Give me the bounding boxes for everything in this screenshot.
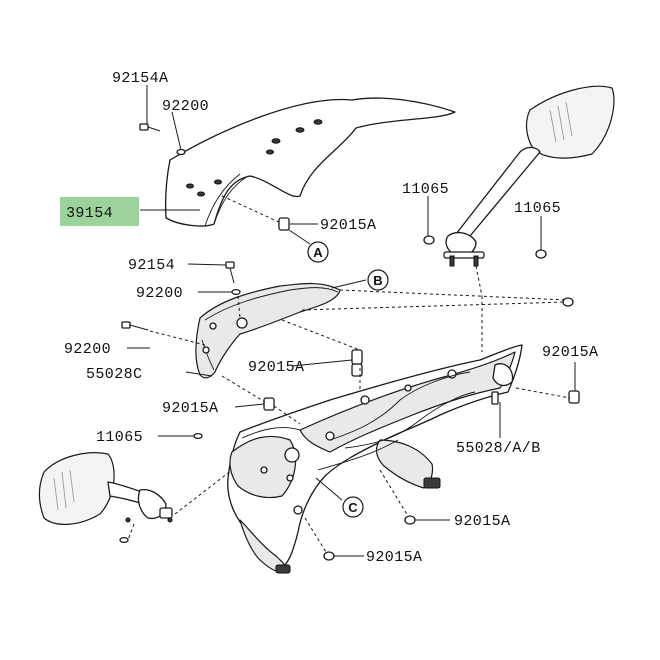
svg-text:B: B [373,273,382,288]
screw-92154[interactable] [225,261,235,284]
washer-11065-left[interactable] [193,432,203,440]
screw-hole [186,183,194,189]
screw-hole [197,191,205,197]
nut-92015A-top-right[interactable] [562,297,574,307]
grommet-92015A-right[interactable] [568,390,580,404]
label-11065-right-a[interactable]: 11065 [402,181,449,198]
screw-hole [295,127,305,133]
screw-92200-left[interactable] [121,321,149,331]
inner-fairing-bracket[interactable] [195,282,341,379]
label-55028-A-B[interactable]: 55028/A/B [456,440,541,457]
label-92015A-bottom[interactable]: 92015A [366,549,422,566]
label-11065-right-b[interactable]: 11065 [514,200,561,217]
screw-hole [266,149,274,155]
screw-hole [271,138,281,144]
highlight-39154 [60,197,139,226]
screw-hole [313,119,323,125]
grommet-11065-right-a[interactable] [423,235,435,245]
nut-92015A-bottom[interactable] [323,551,335,561]
grommet-92015A-centre[interactable] [351,349,363,365]
screw-hole [214,179,222,185]
clip-55028-right[interactable] [491,391,499,405]
label-55028C[interactable]: 55028C [86,366,142,383]
screw-92154A[interactable] [139,123,161,132]
grommet-11065-right-b[interactable] [535,249,547,259]
washer-92200-top[interactable] [176,148,186,156]
label-92154A[interactable]: 92154A [112,70,168,87]
upper-cowl-part[interactable] [227,344,523,574]
label-92015A-right[interactable]: 92015A [542,344,598,361]
label-11065-left[interactable]: 11065 [96,429,143,446]
ref-circle-a: A [307,241,329,263]
label-92015A-centre[interactable]: 92015A [248,359,304,376]
label-92154[interactable]: 92154 [128,257,175,274]
svg-text:C: C [348,500,358,515]
ref-circle-c: C [342,496,364,518]
right-mirror[interactable] [443,85,615,267]
washer-92200-mid[interactable] [231,288,241,296]
grommet-92015A-top[interactable] [278,217,290,231]
leader-lines [127,85,576,557]
left-mirror[interactable] [38,452,173,525]
label-92200-top[interactable]: 92200 [162,98,209,115]
label-92015A-lower[interactable]: 92015A [454,513,510,530]
windshield-part[interactable] [164,97,456,227]
label-92015A-top[interactable]: 92015A [320,217,376,234]
label-92200-mid[interactable]: 92200 [136,285,183,302]
ref-circle-b: B [367,269,389,291]
grommet-92015A-mid-left[interactable] [263,397,275,411]
label-92200-left[interactable]: 92200 [64,341,111,358]
svg-text:A: A [313,245,323,260]
label-39154[interactable]: 39154 [66,205,113,222]
nut-92015A-lower[interactable] [404,515,416,525]
nut-left-mirror[interactable] [119,536,129,544]
label-92015A-mid-left[interactable]: 92015A [162,400,218,417]
